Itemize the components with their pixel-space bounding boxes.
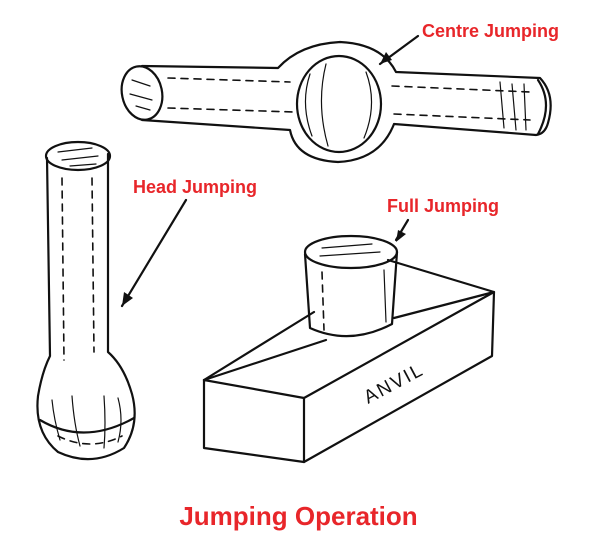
anvil-block: ANVIL xyxy=(202,258,496,464)
centre-jumping-label: Centre Jumping xyxy=(422,21,560,41)
head-jumping-label: Head Jumping xyxy=(133,177,258,197)
centre-jumped-bar xyxy=(120,40,552,164)
head-jumped-rod xyxy=(36,140,136,461)
diagram-title: Jumping Operation xyxy=(179,501,418,531)
centre-jumping-arrow xyxy=(378,34,420,66)
full-jumped-stub xyxy=(303,234,399,338)
full-jumping-arrow xyxy=(394,218,410,242)
full-jumping-label: Full Jumping xyxy=(387,196,499,216)
head-jumping-arrow xyxy=(120,198,188,308)
anvil-label: ANVIL xyxy=(360,359,427,408)
